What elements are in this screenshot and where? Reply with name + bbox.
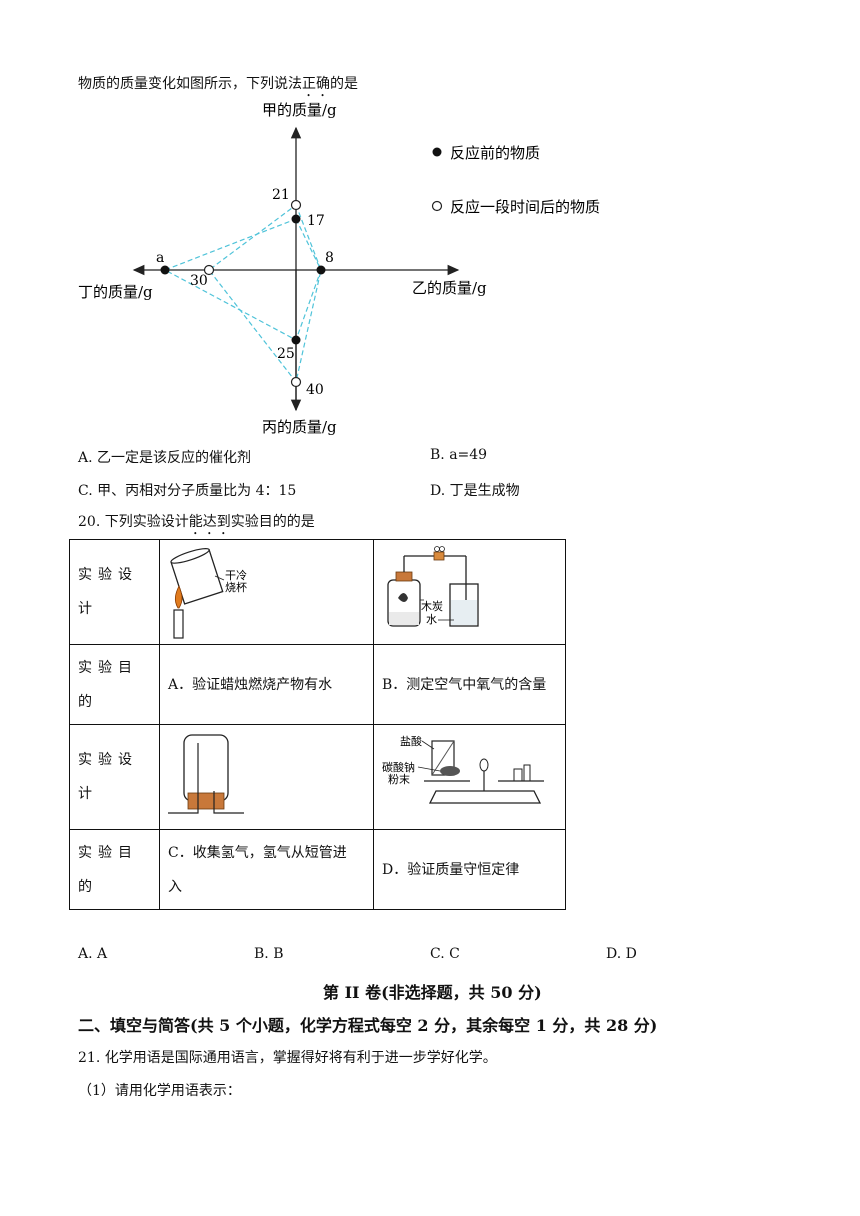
svg-text:粉末: 粉末 xyxy=(388,772,410,786)
legend-before-marker xyxy=(432,147,442,157)
svg-text:烧杯: 烧杯 xyxy=(225,580,247,594)
point-yi xyxy=(316,265,326,275)
label-25: 25 xyxy=(277,346,295,362)
svg-text:水: 水 xyxy=(426,613,437,626)
label-17: 17 xyxy=(307,213,325,229)
purpose-b: B．测定空气中氧气的含量 xyxy=(373,644,566,725)
section-title: 第 II 卷(非选择题，共 50 分) xyxy=(323,983,542,1002)
charcoal-oxygen-figure: 木炭 水 xyxy=(387,546,479,627)
balance-figure: 盐酸 碳酸钠 粉末 xyxy=(382,734,544,804)
q21-stem: 21. 化学用语是国际通用语言，掌握得好将有利于进一步学好化学。 xyxy=(78,1050,497,1066)
legend-after-marker xyxy=(431,200,443,212)
axis-left-label: 丁的质量/g xyxy=(78,283,153,301)
row-label-purpose-2: 实验目的 xyxy=(69,829,160,910)
before-polygon xyxy=(163,218,322,341)
axis-top-label: 甲的质量/g xyxy=(262,101,337,119)
point-jia-before xyxy=(291,214,301,224)
point-jia-after xyxy=(290,199,302,211)
q19-option-b: B. a=49 xyxy=(430,447,488,463)
image-gas-bottle xyxy=(159,724,374,830)
purpose-a: A．验证蜡烛燃烧产物有水 xyxy=(159,644,374,725)
section-heading: 二、填空与简答(共 5 个小题，化学方程式每空 2 分，其余每空 1 分，共 2… xyxy=(78,1016,658,1035)
candle-beaker-figure: 干冷 烧杯 xyxy=(170,548,247,639)
image-candle-beaker: 干冷 烧杯 xyxy=(159,539,374,645)
image-charcoal-oxygen: 木炭 水 xyxy=(373,539,566,645)
q19-option-c: C. 甲、丙相对分子质量比为 4：15 xyxy=(78,483,297,499)
purpose-d: D．验证质量守恒定律 xyxy=(373,829,566,910)
svg-text:盐酸: 盐酸 xyxy=(400,734,422,748)
q20-answer-d: D. D xyxy=(606,946,637,962)
q20-answer-b: B. B xyxy=(254,946,284,962)
svg-text:碳酸钠: 碳酸钠 xyxy=(382,760,415,774)
label-21: 21 xyxy=(272,187,290,203)
label-8: 8 xyxy=(325,250,334,266)
q19-stem: 物质的质量变化如图所示，下列说法正确的是 xyxy=(78,76,358,92)
svg-text:干冷: 干冷 xyxy=(225,569,247,582)
legend-after-text: 反应一段时间后的物质 xyxy=(450,198,600,216)
point-ding-after xyxy=(203,264,215,276)
svg-text:木炭: 木炭 xyxy=(421,600,443,613)
q19-option-a: A. 乙一定是该反应的催化剂 xyxy=(78,450,252,466)
purpose-c: C．收集氢气，氢气从短管进入 xyxy=(159,829,374,910)
legend-before-text: 反应前的物质 xyxy=(450,144,540,162)
axis-bottom-label: 丙的质量/g xyxy=(262,418,337,436)
label-a: a xyxy=(156,250,164,266)
axis-right-label: 乙的质量/g xyxy=(412,279,487,297)
point-bing-before xyxy=(291,335,301,345)
row-label-design-2: 实验设计 xyxy=(69,724,160,830)
row-label-design-1: 实验设计 xyxy=(69,539,160,645)
mass-change-chart: 甲的质量/g 乙的质量/g 丙的质量/g 丁的质量/g 21 17 8 a 30… xyxy=(78,101,600,436)
q19-option-d: D. 丁是生成物 xyxy=(430,483,520,499)
q20-answer-a: A. A xyxy=(78,946,108,962)
q21-sub1: （1）请用化学用语表示： xyxy=(78,1083,241,1099)
point-bing-after xyxy=(290,376,302,388)
experiment-table: 实验设计 干冷 烧杯 xyxy=(69,539,566,910)
q20-answer-c: C. C xyxy=(430,946,460,962)
gas-bottle-figure xyxy=(168,734,244,814)
row-label-purpose-1: 实验目的 xyxy=(69,644,160,725)
point-ding-before xyxy=(160,265,170,275)
label-30: 30 xyxy=(190,273,208,289)
image-balance: 盐酸 碳酸钠 粉末 xyxy=(373,724,566,830)
q20-stem: 20. 下列实验设计能达到实验目的的是 xyxy=(78,514,315,530)
label-40: 40 xyxy=(306,382,324,398)
